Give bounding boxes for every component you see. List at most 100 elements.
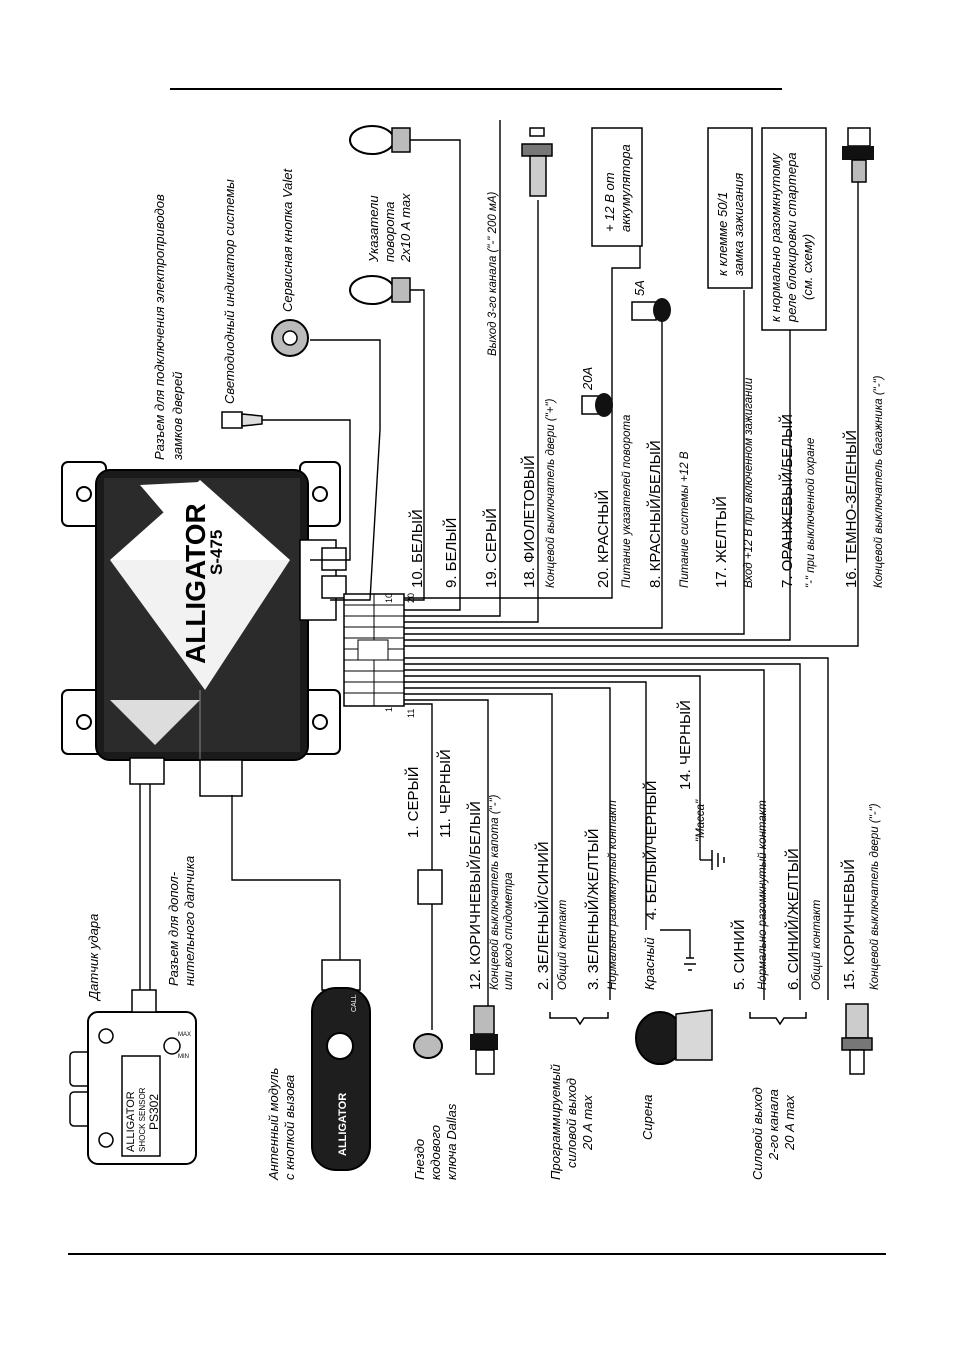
- siren-label: Сирена: [640, 1095, 655, 1140]
- wire-17-label: 17. ЖЕЛТЫЙ: [712, 496, 730, 588]
- wire-14-label: 14. ЧЕРНЫЙ: [676, 700, 694, 790]
- siren: [635, 957, 713, 1065]
- wire-8-label: 8. КРАСНЫЙ/БЕЛЫЙ: [646, 440, 664, 588]
- brace-power-2: [749, 1012, 807, 1026]
- hood-switch: [470, 1005, 498, 1075]
- wire-8-sub: Питание системы +12 В: [679, 451, 691, 588]
- sensor-line2: SHOCK SENSOR: [138, 1087, 147, 1152]
- power2-label-3: 20 А max: [782, 1095, 797, 1151]
- wire-7-label: 7. ОРАНЖЕВЫЙ/БЕЛЫЙ: [778, 414, 796, 588]
- wire-12-sub: Концевой выключатель капота ("-"): [489, 794, 501, 990]
- starter-label-2: реле блокировки стартера: [784, 152, 799, 323]
- programmable-label-1: Программируемый: [548, 1064, 563, 1180]
- wire-2-sub: Общий контакт: [557, 899, 569, 990]
- fuse-5a-label: 5А: [632, 280, 647, 296]
- aux-sensor-label-2: нительного датчика: [182, 856, 197, 986]
- shock-sensor-label: Датчик удара: [86, 914, 101, 1002]
- wire-19-sub: Выход 3-го канала ("-" 200 мА): [487, 191, 499, 356]
- battery-label-2: аккумулятора: [618, 144, 633, 232]
- wire-1-label: 1. СЕРЫЙ: [404, 766, 422, 838]
- wire-18-label: 18. ФИОЛЕТОВЫЙ: [520, 455, 538, 588]
- turn-signals-label-2: поворота: [382, 202, 397, 263]
- door-locks-label-1: Разъем для подключения электроприводов: [152, 194, 167, 460]
- starter-label-3: (см. схему): [800, 234, 815, 300]
- sensor-brand: ALLIGATOR: [125, 1091, 137, 1152]
- wire-3-label: 3. ЗЕЛЕНЫЙ/ЖЕЛТЫЙ: [584, 828, 602, 990]
- power2-label-1: Силовой выход: [750, 1087, 765, 1180]
- dallas-label-1: Гнездо: [412, 1139, 427, 1180]
- sensor-model: PS302: [147, 1094, 161, 1130]
- wire-18-sub: Концевой выключатель двери ("+"): [545, 398, 557, 588]
- pin-11: 11: [406, 709, 416, 718]
- brace-programmable: [549, 1012, 609, 1026]
- wire-4-label: 4. БЕЛЫЙ/ЧЕРНЫЙ: [642, 781, 660, 921]
- wire-14-sub: "Масса": [695, 799, 707, 842]
- dallas-label-2: кодового: [428, 1125, 443, 1180]
- ignition-box: [707, 127, 753, 289]
- battery-box: [591, 127, 643, 247]
- wire-11-label: 11. ЧЕРНЫЙ: [436, 749, 454, 838]
- wire-5-sub: Нормально разомкнутый контакт: [757, 800, 769, 990]
- sensor-min: MIN: [178, 1054, 189, 1060]
- ground-symbol: [711, 850, 725, 870]
- wire-15-sub: Концевой выключатель двери ("-"): [869, 803, 881, 990]
- wire-5-label: 5. СИНИЙ: [730, 919, 748, 990]
- wire-12-label: 12. КОРИЧНЕВЫЙ/БЕЛЫЙ: [466, 801, 484, 990]
- antenna-label-1: Антенный модуль: [266, 1068, 281, 1181]
- programmable-label-2: силовой выход: [564, 1078, 579, 1168]
- trunk-switch: [842, 127, 874, 183]
- wire-16-sub: Концевой выключатель багажника ("-"): [873, 375, 885, 588]
- control-unit: ALLIGATOR S-475 10 20 1 11: [61, 461, 416, 797]
- wire-19-label: 19. СЕРЫЙ: [482, 508, 500, 588]
- wire-10-label: 10. БЕЛЫЙ: [408, 509, 426, 588]
- turn-signals-label-3: 2х10 А max: [398, 193, 413, 263]
- sensor-max: MAX: [178, 1032, 191, 1038]
- shock-sensor: ALLIGATOR SHOCK SENSOR PS302 MAX MIN: [69, 989, 197, 1165]
- wire-20-label: 20. КРАСНЫЙ: [594, 490, 612, 588]
- battery-label-1: + 12 В от: [602, 172, 617, 232]
- aux-sensor-label-1: Разъем для допол-: [166, 871, 181, 986]
- pin-1: 1: [384, 707, 394, 712]
- wire-6-sub: Общий контакт: [811, 899, 823, 990]
- fuse-20a: [581, 393, 613, 417]
- unit-brand: ALLIGATOR: [180, 503, 211, 664]
- top-rule: [170, 88, 782, 90]
- turn-signal-lamp-1: [349, 125, 411, 155]
- wire-16-label: 16. ТЕМНО-ЗЕЛЕНЫЙ: [842, 430, 860, 588]
- power2-label-2: 2-го канала: [766, 1089, 781, 1161]
- ignition-label-1: к клемме 50/1: [715, 192, 730, 276]
- wire-harness: [139, 120, 859, 1030]
- antenna-module: CALL ALLIGATOR: [311, 959, 371, 1171]
- door-switch-plus: [521, 127, 553, 197]
- wire-12-sub2: или вход спидометра: [503, 872, 515, 990]
- antenna-label-2: с кнопкой вызова: [282, 1075, 297, 1180]
- wire-15-label: 15. КОРИЧНЕВЫЙ: [840, 859, 858, 990]
- wire-20-sub: Питание указателей поворота: [621, 415, 633, 588]
- wire-3-sub: Нормально разомкнутый контакт: [607, 800, 619, 990]
- valet-button: [271, 319, 309, 357]
- pin-10: 10: [384, 593, 394, 603]
- starter-label-1: к нормально разомкнутому: [768, 152, 783, 322]
- dallas-label-3: ключа Dallas: [444, 1103, 459, 1180]
- ignition-label-2: замка зажигания: [731, 173, 746, 277]
- wire-2-label: 2. ЗЕЛЕНЫЙ/СИНИЙ: [534, 841, 552, 990]
- led-indicator: [221, 411, 263, 429]
- valet-label: Сервисная кнопка Valet: [280, 168, 295, 312]
- wire-9-label: 9. БЕЛЫЙ: [442, 518, 460, 588]
- turn-signals-label-1: Указатели: [366, 195, 381, 263]
- wire-6-label: 6. СИНИЙ/ЖЕЛТЫЙ: [784, 848, 802, 990]
- starter-box: [761, 127, 827, 331]
- wire-7-sub: "-" при выключенной охране: [805, 438, 817, 588]
- wire-17-sub: Вход +12 В при включенном зажигании: [743, 377, 755, 588]
- call-label: CALL: [351, 994, 358, 1012]
- fuse-5a: [631, 298, 671, 322]
- dallas-socket: [413, 869, 443, 1059]
- fuse-20a-label: 20А: [580, 367, 595, 391]
- unit-model: S-475: [207, 530, 226, 575]
- bottom-rule: [68, 1253, 886, 1255]
- led-label: Светодиодный индикатор системы: [222, 179, 237, 404]
- siren-red-label: Красный: [642, 937, 657, 990]
- programmable-label-3: 20 А max: [580, 1095, 595, 1151]
- antenna-brand: ALLIGATOR: [337, 1093, 349, 1156]
